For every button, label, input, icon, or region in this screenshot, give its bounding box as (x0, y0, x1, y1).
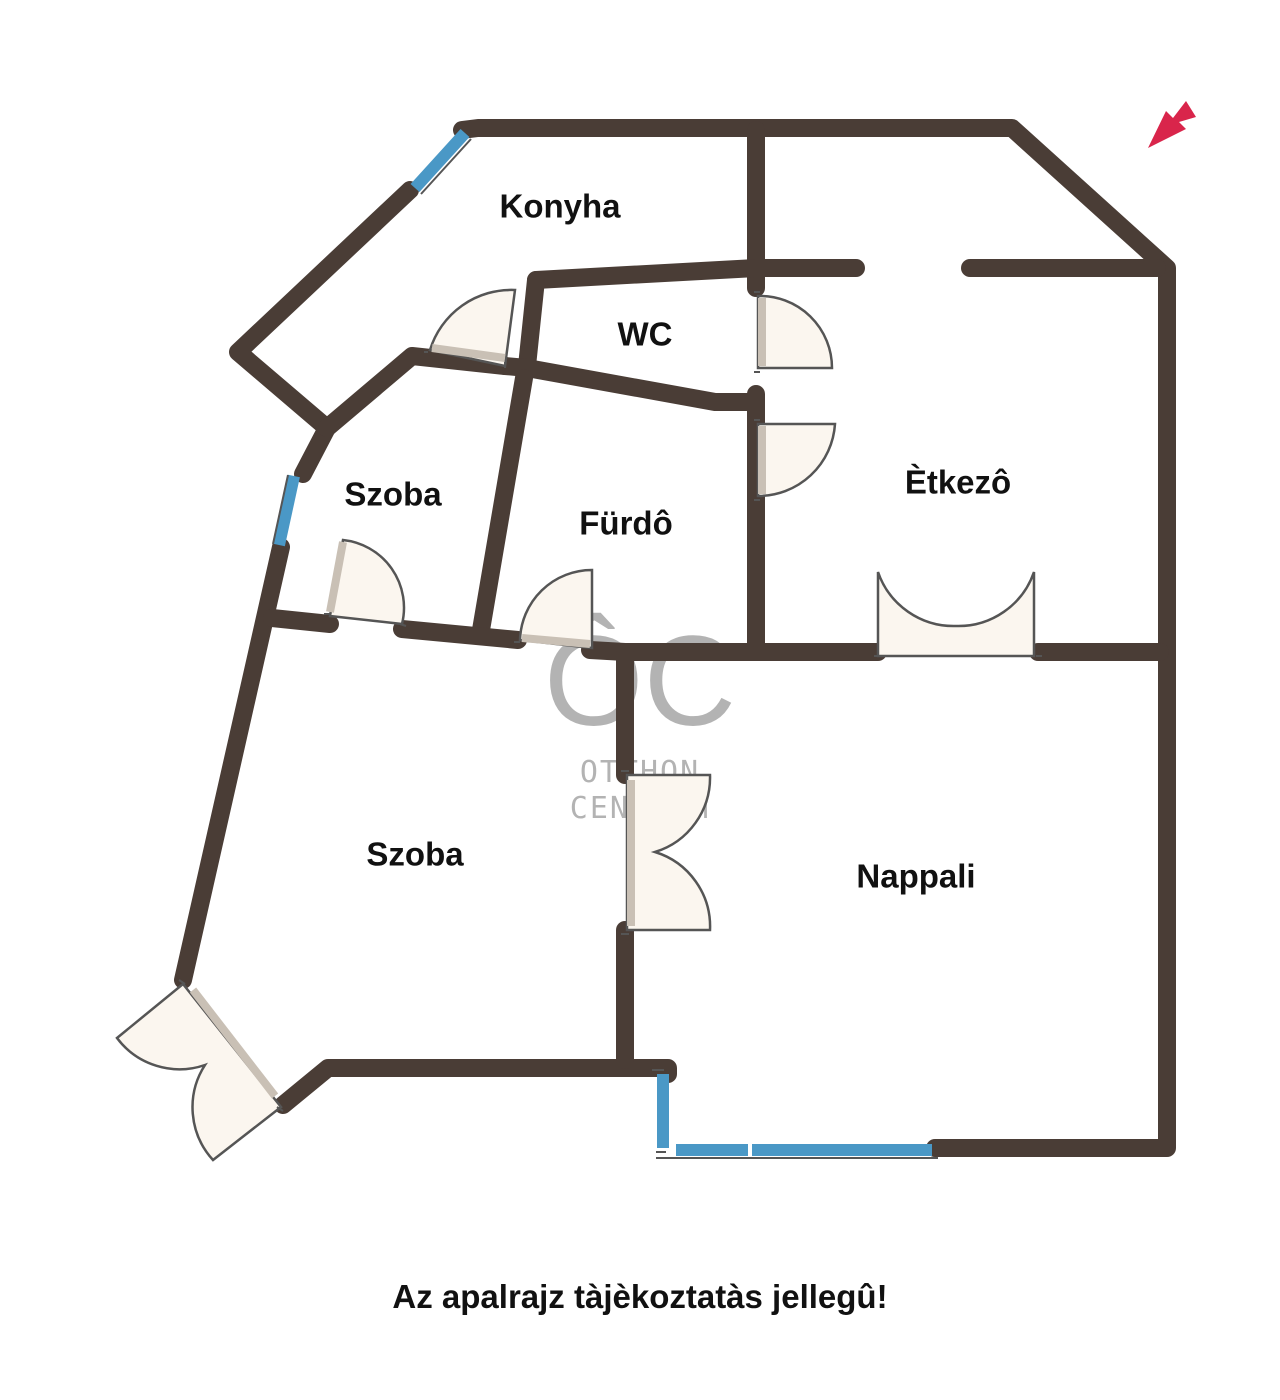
window-small-room (272, 474, 300, 547)
room-label-szoba-large: Szoba (366, 836, 464, 873)
door-entrance (115, 982, 283, 1162)
door-dining-double (876, 571, 1036, 658)
doors (115, 288, 1042, 1162)
wall-wc-bottom (496, 357, 765, 411)
room-label-nappali: Nappali (856, 858, 975, 895)
disclaimer-note: Az apalrajz tàjèkoztatàs jellegû! (392, 1278, 888, 1315)
north-arrow-icon (1148, 101, 1196, 148)
otthon-centrum-watermark: ÔC OTTHON CENTRUM (544, 610, 736, 826)
outer-wall-top-right (453, 119, 1176, 1157)
walls (174, 119, 1176, 1157)
door-living-double (625, 773, 712, 932)
room-label-furdo: Fürdô (579, 505, 672, 542)
door-bathroom-dining (756, 422, 837, 498)
room-labels: Konyha WC Szoba Fürdô Ètkezô Szoba Nappa… (344, 188, 1011, 895)
room-label-konyha: Konyha (499, 188, 621, 225)
room-label-szoba-small: Szoba (344, 476, 442, 513)
outer-wall-bottom-left (274, 1059, 677, 1114)
door-small-room (326, 538, 406, 626)
wall-small-room-top (318, 347, 514, 437)
wall-kitchen-lower (527, 259, 865, 289)
window-kitchen (410, 128, 472, 195)
wall-bathroom-left (472, 369, 533, 639)
outer-wall-left-upper (229, 181, 419, 483)
door-bathroom (518, 568, 594, 650)
wall-middle-horizontal (263, 609, 339, 633)
room-label-etkezo: Ètkezô (905, 464, 1011, 501)
door-wc (756, 294, 834, 370)
windows (272, 128, 938, 1159)
door-hinges (178, 291, 1042, 1153)
door-kitchen-small-room (428, 288, 517, 368)
wall-middle-horizontal-2 (393, 620, 527, 649)
wall-wc-left (518, 271, 545, 375)
room-label-wc: WC (618, 316, 673, 353)
